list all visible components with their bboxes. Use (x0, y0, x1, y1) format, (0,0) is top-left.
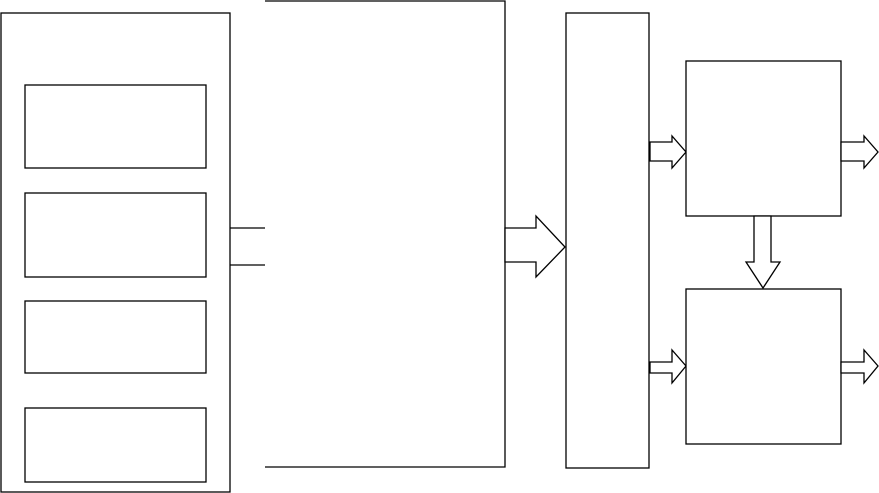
tall-narrow-block (565, 12, 650, 469)
arrow-to-upper-right-block (649, 134, 687, 170)
central-bracket-block (265, 0, 506, 468)
upper-right-block (685, 60, 842, 217)
lower-right-block (685, 288, 842, 445)
large-right-arrow (504, 214, 566, 279)
arrow-to-lower-right-block (649, 348, 687, 385)
upper-output-arrow (840, 134, 879, 170)
down-arrow-between-right-blocks (744, 215, 782, 290)
inner-block-4 (24, 407, 207, 483)
lower-output-arrow (840, 348, 879, 385)
inner-block-1 (24, 84, 207, 169)
inner-block-2 (24, 192, 207, 278)
inner-block-3 (24, 300, 207, 374)
